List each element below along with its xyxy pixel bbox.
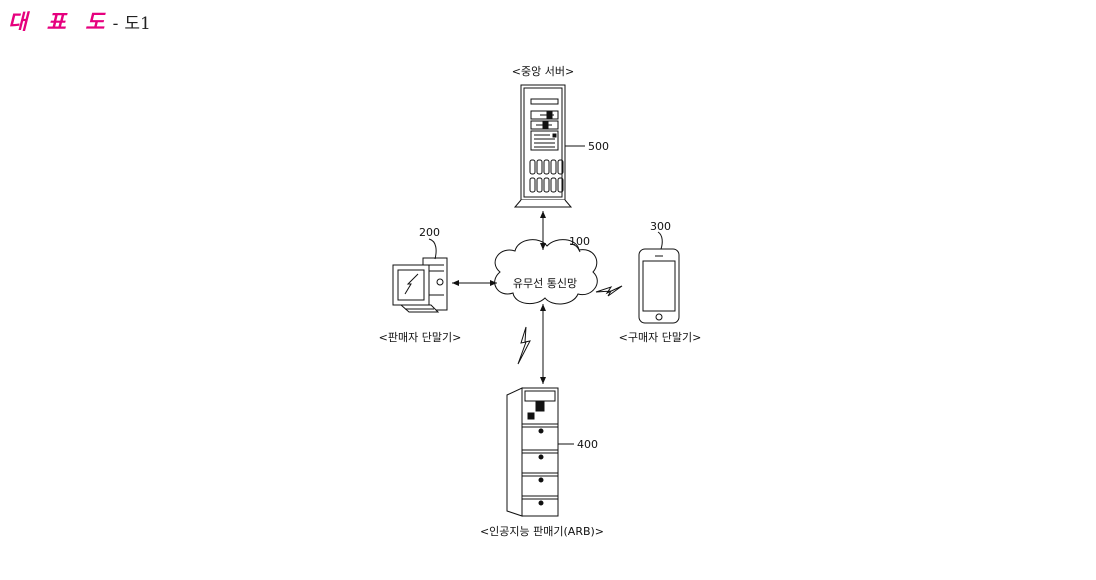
server-ref: 500 <box>588 140 609 153</box>
vending-label: <인공지능 판매기(ARB)> <box>480 525 604 538</box>
network-cloud-icon <box>495 240 598 304</box>
vending-ref: 400 <box>577 438 598 451</box>
network-label: 유무선 통신망 <box>513 277 577 290</box>
buyer-ref: 300 <box>650 220 671 233</box>
seller-ref: 200 <box>419 226 440 239</box>
buyer-phone-icon <box>639 249 679 323</box>
buyer-wireless-icon <box>596 286 622 296</box>
seller-computer-icon <box>393 258 447 312</box>
network-ref: 100 <box>569 235 590 248</box>
seller-label: <판매자 단말기> <box>379 331 462 344</box>
buyer-label: <구매자 단말기> <box>619 331 702 344</box>
server-icon <box>515 85 571 207</box>
vending-wireless-icon <box>518 327 530 364</box>
server-label: <중앙 서버> <box>512 65 574 78</box>
vending-machine-icon <box>507 388 558 516</box>
buyer-ref-leader <box>658 232 662 249</box>
seller-ref-leader <box>429 239 436 259</box>
